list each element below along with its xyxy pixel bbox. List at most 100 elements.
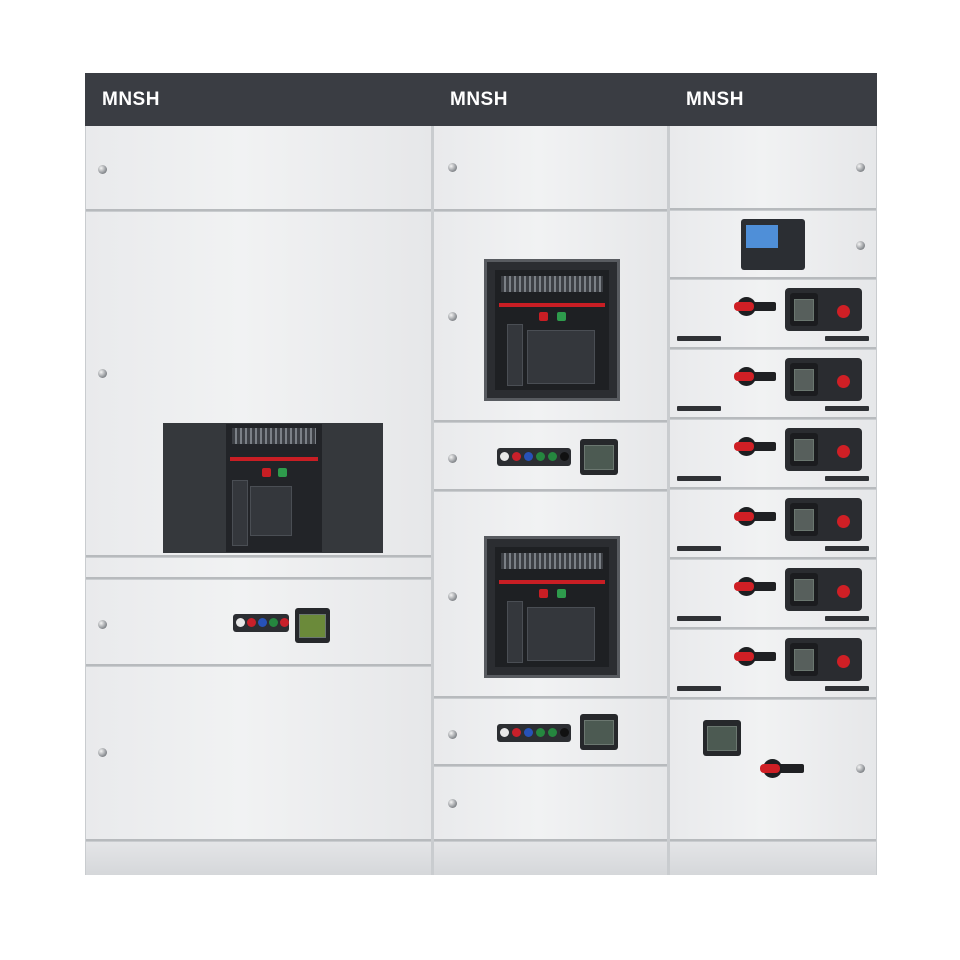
handle-shaft bbox=[748, 652, 776, 661]
relay-display bbox=[790, 573, 818, 606]
lamp-red-icon bbox=[280, 618, 289, 627]
lamp-white-icon bbox=[236, 618, 245, 627]
relay-display bbox=[790, 433, 818, 466]
indicator-lamp-panel bbox=[233, 614, 289, 632]
meter-display bbox=[299, 614, 326, 638]
door-screw-icon bbox=[448, 799, 457, 808]
protection-relay bbox=[785, 288, 862, 331]
cabinet-right: MNSH bbox=[669, 73, 877, 875]
door-screw-icon bbox=[856, 764, 865, 773]
breaker-on-button[interactable] bbox=[557, 589, 566, 598]
lamp-green-icon bbox=[548, 728, 557, 737]
breaker-off-button[interactable] bbox=[539, 312, 548, 321]
incoming-compartment-door[interactable] bbox=[670, 700, 876, 841]
breaker-red-stripe bbox=[499, 580, 605, 584]
cabinet-title: MNSH bbox=[450, 89, 508, 110]
handle-shaft bbox=[748, 582, 776, 591]
breaker-terminal-strip bbox=[501, 553, 603, 569]
air-circuit-breaker[interactable] bbox=[226, 424, 322, 552]
breaker-on-button[interactable] bbox=[557, 312, 566, 321]
door-screw-icon bbox=[448, 312, 457, 321]
breaker-side-slot bbox=[507, 601, 523, 663]
meter-display bbox=[584, 445, 614, 470]
instrument-compartment-door[interactable] bbox=[434, 699, 667, 766]
drawer-label bbox=[825, 476, 869, 481]
protection-relay bbox=[785, 358, 862, 401]
breaker-compartment-door[interactable] bbox=[86, 212, 431, 557]
relay-reset-icon[interactable] bbox=[837, 515, 850, 528]
indicator-lamp-panel bbox=[497, 724, 571, 742]
handle-lever[interactable] bbox=[734, 372, 754, 381]
relay-reset-icon[interactable] bbox=[837, 445, 850, 458]
drawer-label bbox=[677, 336, 721, 341]
handle-shaft bbox=[774, 764, 804, 773]
drawer-unit[interactable] bbox=[670, 560, 876, 629]
cabinet-header: MNSH bbox=[433, 73, 669, 126]
compartment-door[interactable] bbox=[670, 126, 876, 210]
handle-lever[interactable] bbox=[734, 442, 754, 451]
power-meter bbox=[580, 714, 618, 750]
lamp-blue-icon bbox=[524, 728, 533, 737]
relay-reset-icon[interactable] bbox=[837, 305, 850, 318]
handle-shaft bbox=[748, 442, 776, 451]
drawer-unit[interactable] bbox=[670, 350, 876, 419]
cabinet-title: MNSH bbox=[686, 89, 744, 110]
instrument-compartment-door[interactable] bbox=[86, 580, 431, 666]
lamp-green-icon bbox=[269, 618, 278, 627]
selector-switch-icon[interactable] bbox=[560, 728, 569, 737]
cable-compartment-door[interactable] bbox=[86, 667, 431, 841]
cabinet-plinth bbox=[434, 842, 667, 875]
compartment-door[interactable] bbox=[434, 126, 667, 211]
door-screw-icon bbox=[98, 369, 107, 378]
air-circuit-breaker[interactable] bbox=[484, 536, 620, 678]
handle-lever[interactable] bbox=[734, 512, 754, 521]
breaker-off-button[interactable] bbox=[539, 589, 548, 598]
drawer-label bbox=[677, 686, 721, 691]
relay-reset-icon[interactable] bbox=[837, 375, 850, 388]
breaker-rating-slot bbox=[250, 486, 292, 536]
breaker-on-button[interactable] bbox=[278, 468, 287, 477]
breaker-compartment-door[interactable] bbox=[434, 212, 667, 422]
cabinet-middle: MNSH bbox=[433, 73, 669, 875]
handle-shaft bbox=[748, 372, 776, 381]
breaker-off-button[interactable] bbox=[262, 468, 271, 477]
controller-compartment-door[interactable] bbox=[670, 211, 876, 279]
selector-switch-icon[interactable] bbox=[560, 452, 569, 461]
relay-reset-icon[interactable] bbox=[837, 655, 850, 668]
protection-relay bbox=[785, 568, 862, 611]
door-screw-icon bbox=[448, 592, 457, 601]
door-screw-icon bbox=[856, 163, 865, 172]
meter-display bbox=[707, 726, 737, 751]
drawer-unit[interactable] bbox=[670, 280, 876, 349]
blank-strip bbox=[86, 558, 431, 579]
air-circuit-breaker[interactable] bbox=[484, 259, 620, 401]
lamp-red-icon bbox=[512, 728, 521, 737]
drawer-unit[interactable] bbox=[670, 490, 876, 559]
breaker-terminal-strip bbox=[501, 276, 603, 292]
motor-controller-hmi[interactable] bbox=[741, 219, 805, 270]
lamp-blue-icon bbox=[258, 618, 267, 627]
lamp-blue-icon bbox=[524, 452, 533, 461]
handle-lever[interactable] bbox=[734, 302, 754, 311]
drawer-label bbox=[825, 336, 869, 341]
power-meter bbox=[580, 439, 618, 475]
cable-compartment-door[interactable] bbox=[434, 767, 667, 841]
relay-display bbox=[790, 643, 818, 676]
breaker-side-slot bbox=[507, 324, 523, 386]
instrument-compartment-door[interactable] bbox=[434, 423, 667, 491]
compartment-door[interactable] bbox=[86, 126, 431, 211]
power-meter bbox=[703, 720, 741, 756]
breaker-compartment-door[interactable] bbox=[434, 492, 667, 698]
drawer-label bbox=[825, 616, 869, 621]
cabinet-header: MNSH bbox=[669, 73, 877, 126]
drawer-unit[interactable] bbox=[670, 630, 876, 699]
cabinet-title: MNSH bbox=[102, 89, 160, 110]
relay-reset-icon[interactable] bbox=[837, 585, 850, 598]
relay-display bbox=[790, 293, 818, 326]
drawer-label bbox=[677, 406, 721, 411]
door-screw-icon bbox=[98, 620, 107, 629]
handle-lever[interactable] bbox=[734, 652, 754, 661]
handle-lever[interactable] bbox=[760, 764, 780, 773]
drawer-unit[interactable] bbox=[670, 420, 876, 489]
handle-lever[interactable] bbox=[734, 582, 754, 591]
